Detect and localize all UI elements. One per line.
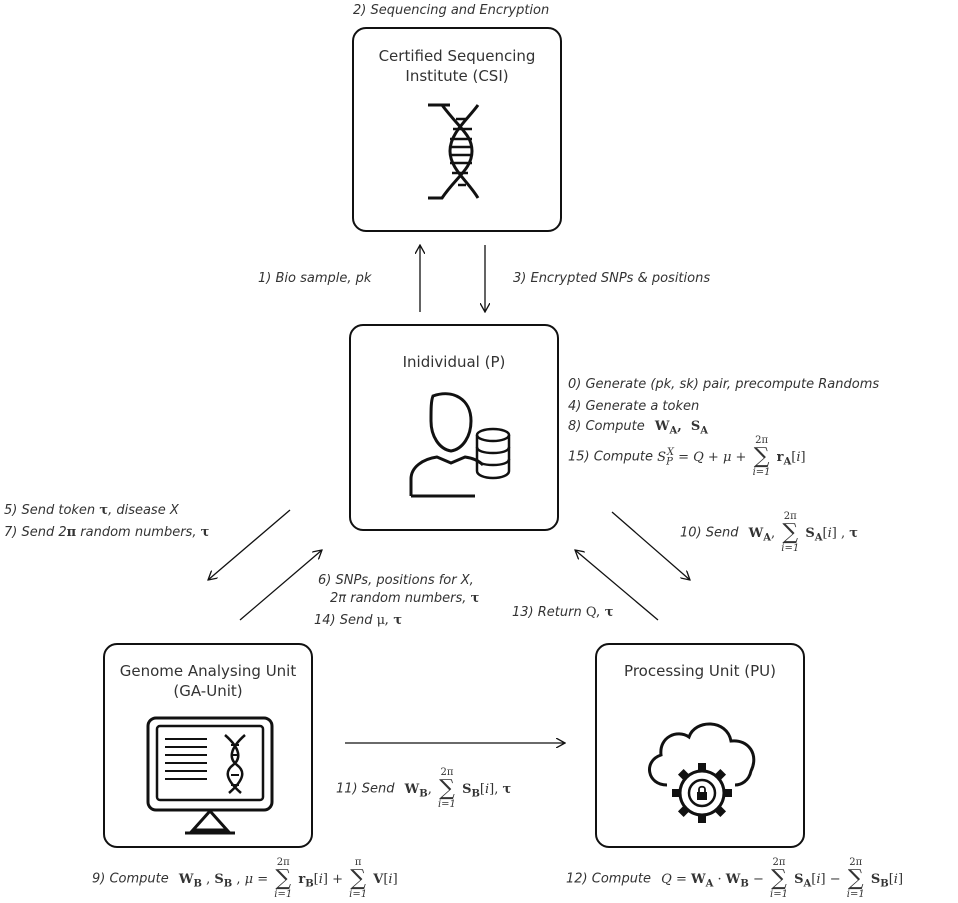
ga-unit-title-line1: Genome Analysing Unit [119, 662, 297, 680]
step-6-label-line1: 6) SNPs, positions for X, [318, 573, 474, 588]
step-11-label: 11) Send WB, 2π∑i=1 SB[i], τ [336, 767, 512, 810]
person-database-icon [409, 392, 511, 498]
individual-title: Inidividual (P) [402, 353, 506, 371]
arrow-ga-to-p [239, 550, 322, 621]
step-6-label-line2: 2π random numbers, τ [330, 591, 480, 606]
step-9-formula: WB , SB , μ = 2π∑i=1 rB[i] + π∑i=1 V[i] [178, 857, 398, 900]
dna-icon [428, 103, 480, 200]
cloud-gear-lock-icon [648, 722, 756, 823]
ga-unit-title-line2: (GA-Unit) [173, 682, 243, 700]
step-1-label: 1) Bio sample, pk [258, 271, 372, 286]
step-7-label: 7) Send 2π random numbers, τ [4, 525, 210, 540]
csi-box: Certified Sequencing Institute (CSI) [352, 27, 562, 232]
computer-dna-icon [146, 716, 274, 835]
pu-box: Processing Unit (PU) [595, 643, 805, 848]
csi-title-line2: Institute (CSI) [405, 67, 509, 85]
step-8-formula: WA, SA [654, 419, 709, 437]
step-10-label: 10) Send WA, 2π∑i=1 SA[i] , τ [680, 511, 858, 554]
arrow-p-to-pu [611, 511, 690, 580]
step-12-formula: Q = WA · WB − 2π∑i=1 SA[i] − 2π∑i=1 SB[i… [661, 857, 904, 900]
step-8-label: 8) Compute WA, SA [568, 418, 708, 441]
step-15-text: 15) Compute [568, 449, 654, 465]
step-5-label: 5) Send token τ, disease X [4, 503, 179, 518]
step-9-label: 9) Compute WB , SB , μ = 2π∑i=1 rB[i] + … [92, 857, 398, 900]
step-0-label: 0) Generate (pk, sk) pair, precompute Ra… [568, 377, 880, 392]
pu-title: Processing Unit (PU) [624, 662, 776, 680]
step-13-label: 13) Return Q, τ [512, 605, 614, 620]
ga-unit-box: Genome Analysing Unit (GA-Unit) [103, 643, 313, 848]
step-10-formula: WA, 2π∑i=1 SA[i] , τ [748, 511, 858, 554]
step-12-label: 12) Compute Q = WA · WB − 2π∑i=1 SA[i] −… [566, 857, 904, 900]
step-15-label: 15) Compute SPX = Q + μ + 2π∑i=1 rA[i] [568, 436, 806, 478]
step-2-label: 2) Sequencing and Encryption [353, 3, 550, 18]
step-11-formula: WB, 2π∑i=1 SB[i], τ [404, 767, 512, 810]
step-4-label: 4) Generate a token [568, 399, 700, 414]
step-14-label: 14) Send μ, τ [314, 613, 403, 628]
step-3-label: 3) Encrypted SNPs & positions [513, 271, 711, 286]
csi-title-line1: Certified Sequencing [378, 47, 536, 65]
step-15-formula: SPX = Q + μ + 2π∑i=1 rA[i] [657, 435, 806, 478]
step-8-text: 8) Compute [568, 419, 645, 434]
individual-box: Inidividual (P) [349, 324, 559, 531]
arrow-pu-to-p [575, 550, 659, 621]
arrow-p-to-ga [208, 509, 291, 580]
